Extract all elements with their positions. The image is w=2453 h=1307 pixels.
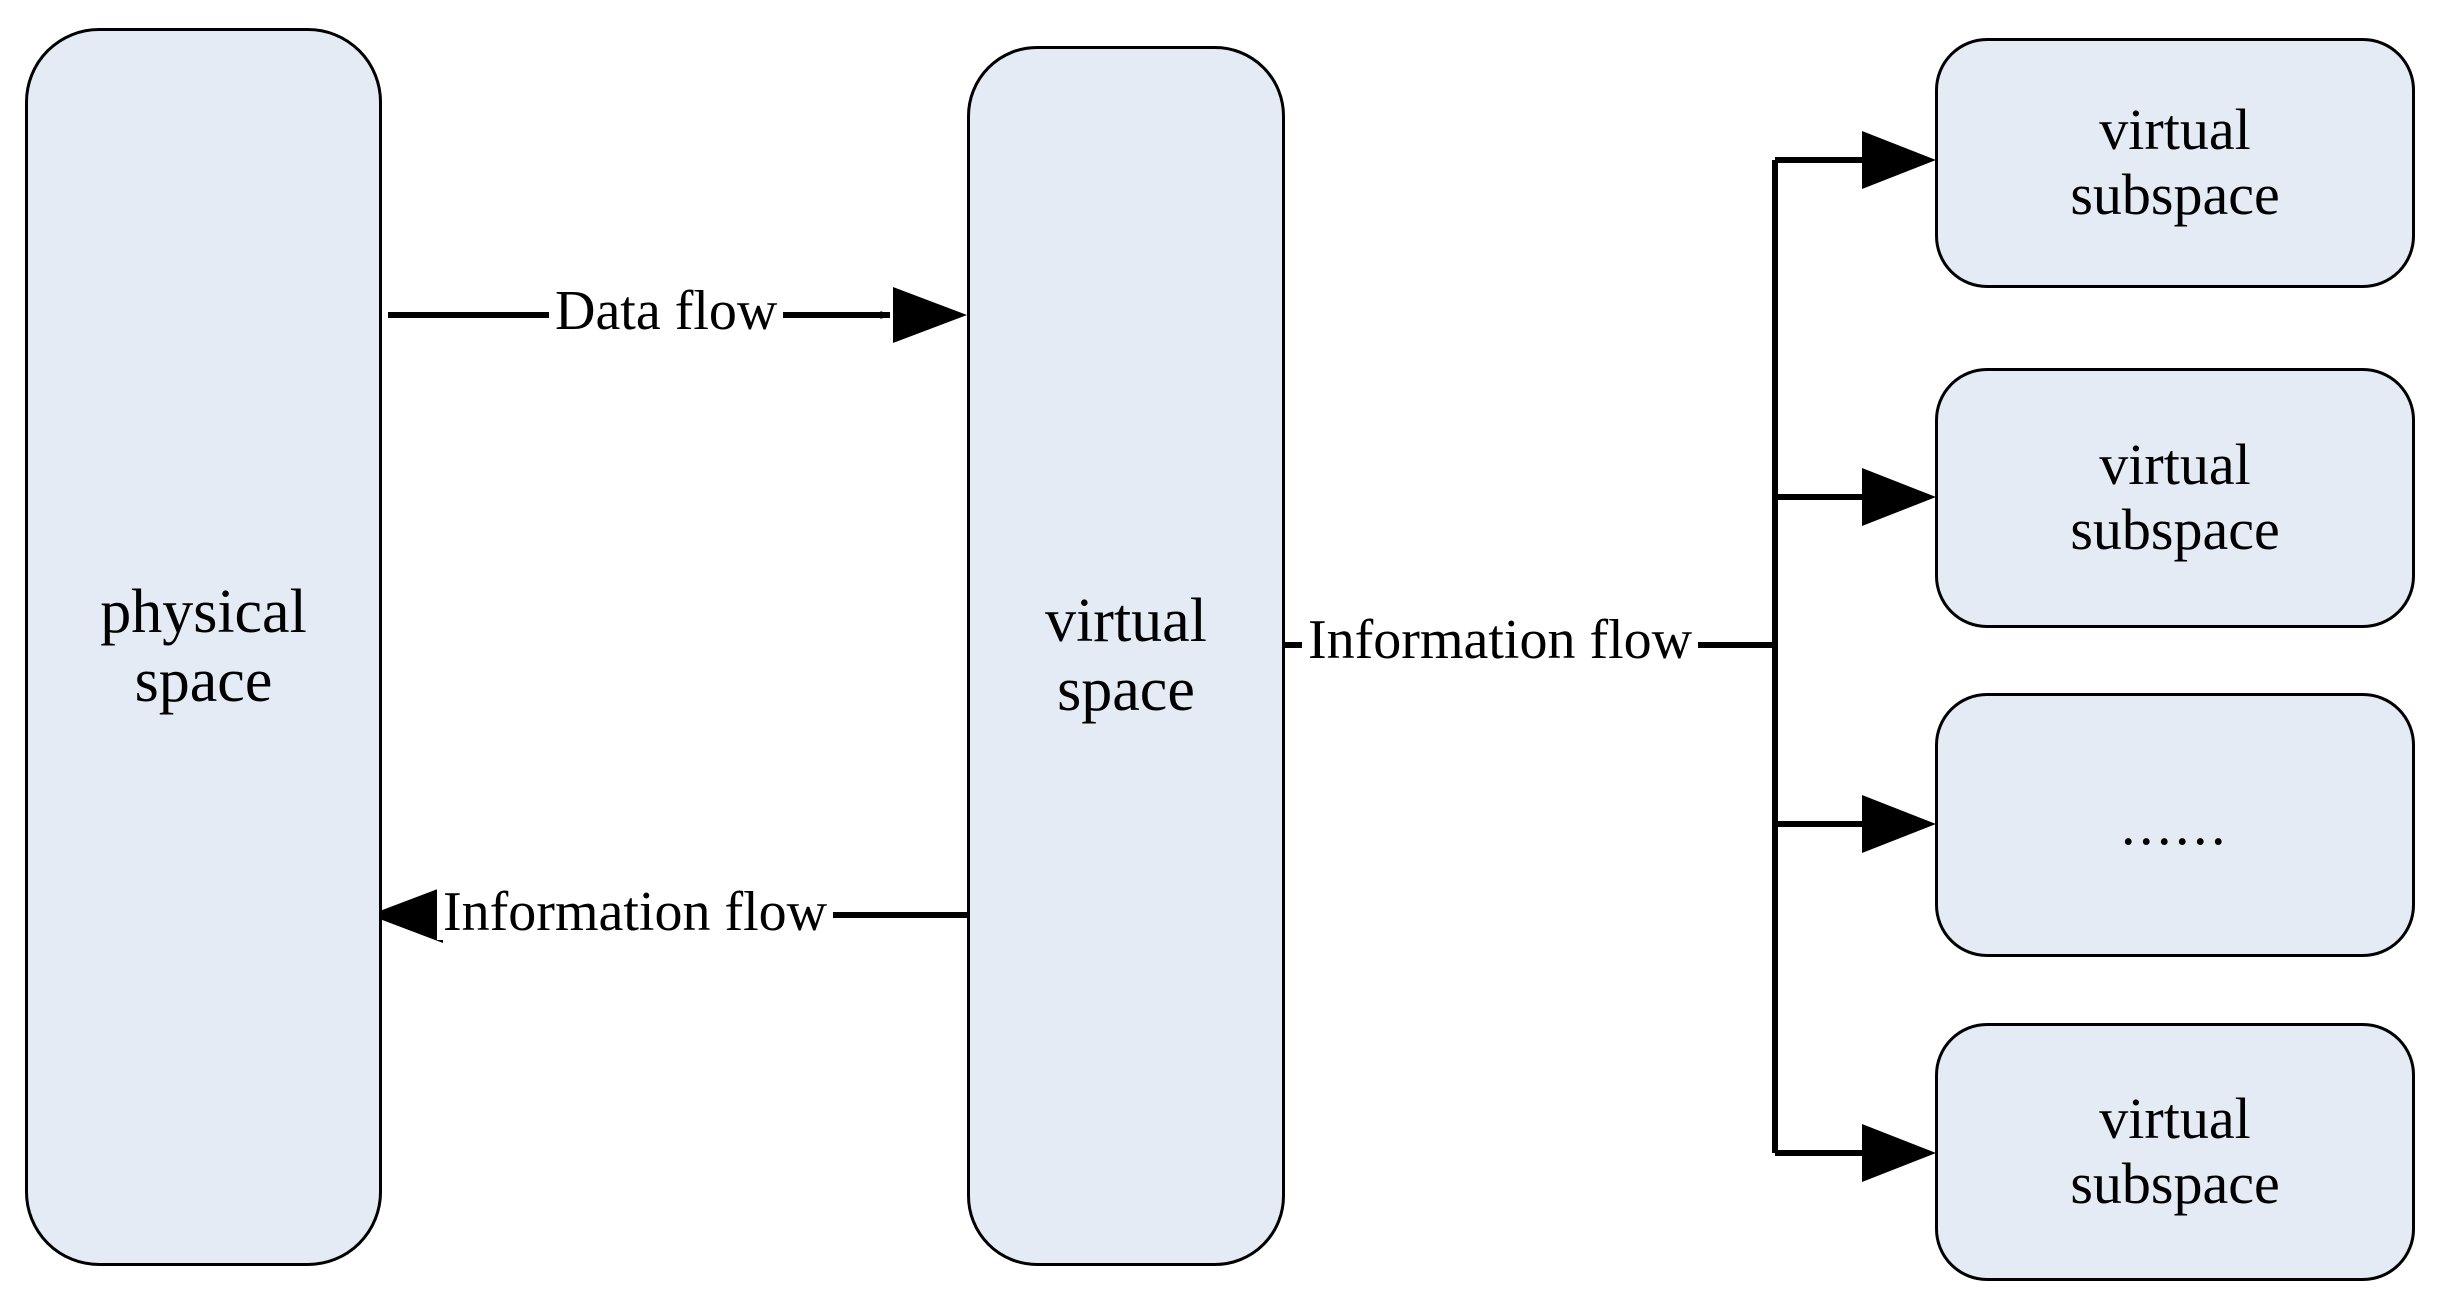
node-virtual-subspace-4[interactable]: virtual subspace [1935,1023,2415,1281]
node-virtual-subspace-ellipsis[interactable]: ...... [1935,693,2415,957]
node-virtual-subspace-2-label: virtual subspace [2070,432,2280,562]
edge-branch-subspace-3 [1775,795,1936,853]
edge-branch-subspace-1 [1775,131,1936,189]
node-physical-space-label: physical space [100,577,307,715]
node-virtual-space-label: virtual space [1045,586,1207,724]
node-virtual-subspace-1[interactable]: virtual subspace [1935,38,2415,288]
edge-branch-subspace-4 [1775,1124,1936,1182]
node-virtual-subspace-ellipsis-label: ...... [2121,791,2229,857]
node-virtual-subspace-2[interactable]: virtual subspace [1935,368,2415,628]
node-virtual-subspace-4-label: virtual subspace [2070,1086,2280,1216]
node-physical-space[interactable]: physical space [25,28,382,1266]
edge-label-data-flow: Data flow [549,283,784,339]
edge-branch-subspace-2 [1775,468,1936,526]
edge-label-information-flow-left: Information flow [437,884,834,940]
node-virtual-space[interactable]: virtual space [967,46,1285,1266]
node-virtual-subspace-1-label: virtual subspace [2070,97,2280,227]
edge-label-information-flow-right: Information flow [1302,612,1699,668]
